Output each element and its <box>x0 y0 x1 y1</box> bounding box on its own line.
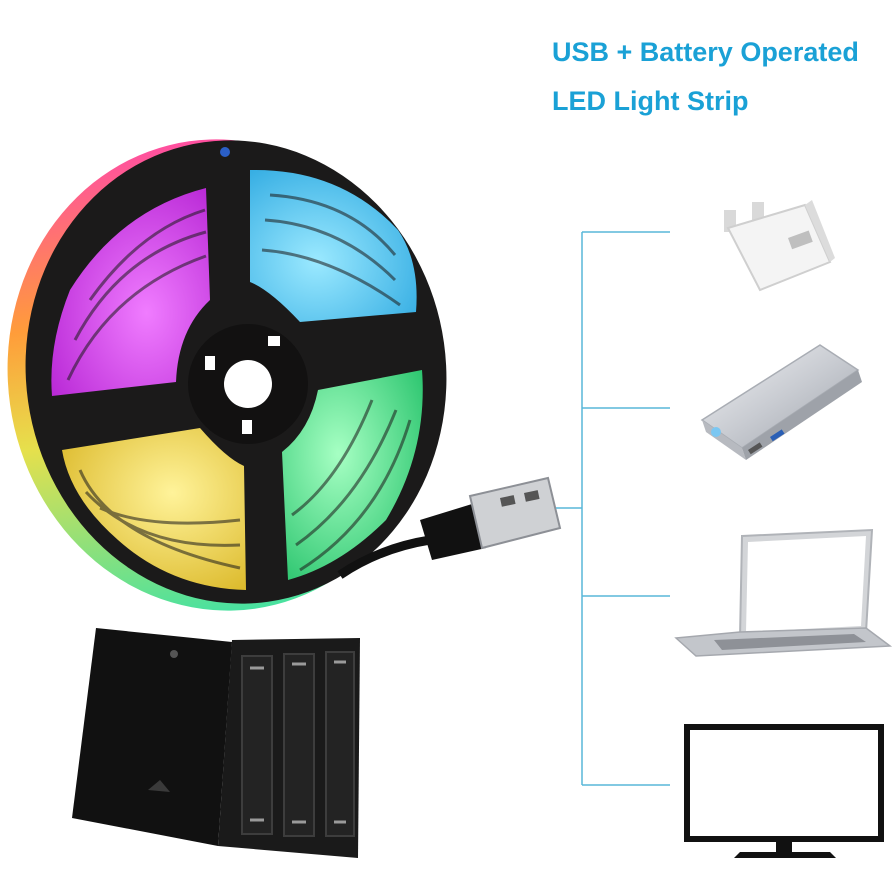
led-quadrant-yellow <box>62 428 246 590</box>
battery-box-icon <box>72 628 360 858</box>
title-line-1: USB + Battery Operated <box>552 37 859 67</box>
power-bank-icon <box>700 344 862 460</box>
laptop-icon <box>674 528 893 657</box>
connector-bracket <box>556 231 670 786</box>
led-strip-reel-icon <box>7 139 447 611</box>
title-line-2: LED Light Strip <box>552 86 749 116</box>
usb-wall-charger-icon <box>724 200 835 292</box>
led-quadrant-cyan <box>250 169 417 322</box>
led-quadrant-magenta <box>51 188 210 396</box>
monitor-icon <box>684 724 884 858</box>
usb-plug-icon <box>337 476 562 579</box>
page-title: USB + Battery Operated LED Light Strip <box>552 28 859 126</box>
